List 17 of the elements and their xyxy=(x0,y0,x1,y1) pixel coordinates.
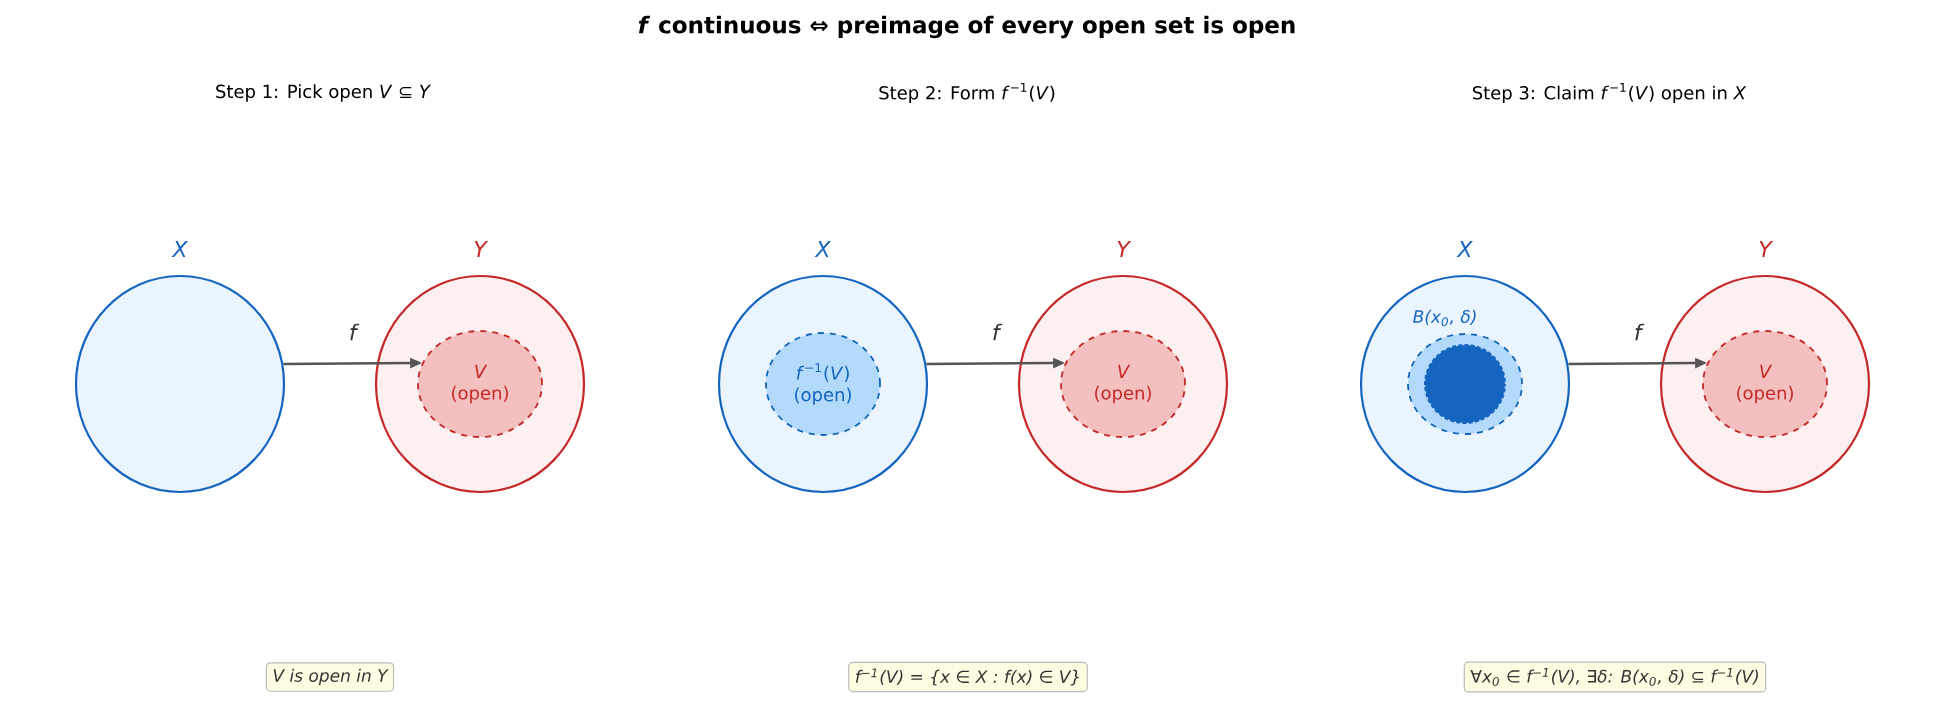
set-label: Y xyxy=(1759,241,1774,257)
ball-label: B(x$_{0}$, δ) xyxy=(1413,309,1476,327)
step-heading: Step 1: Pick open V ⊆ Y xyxy=(216,84,432,102)
step-heading: Step 2: Form f$^{−1}$(V) xyxy=(879,82,1055,104)
set-label: X xyxy=(1456,241,1473,257)
title: f continuous ⇔ preimage of every open set is open xyxy=(638,15,1295,39)
set-label: X xyxy=(814,241,831,257)
edge-label: f xyxy=(350,323,360,341)
formula-box: f$^{−1}$(V) = {x ∈ X : f(x) ∈ V} xyxy=(848,661,1088,693)
edge-label: f xyxy=(993,323,1003,341)
set-label: Y xyxy=(474,241,489,257)
set-label: X xyxy=(171,241,188,257)
step-heading: Step 3: Claim f$^{−1}$(V) open in X xyxy=(1472,82,1747,104)
formula-box: V is open in Y xyxy=(265,662,395,692)
set-label: Y xyxy=(1117,241,1132,257)
formula-box: ∀x$_{0}$ ∈ f$^{−1}$(V), ∃δ: B(x$_{0}$, δ) ⊆ f$^{−1}$(V) xyxy=(1463,661,1767,693)
edge-label: f xyxy=(1635,323,1645,341)
